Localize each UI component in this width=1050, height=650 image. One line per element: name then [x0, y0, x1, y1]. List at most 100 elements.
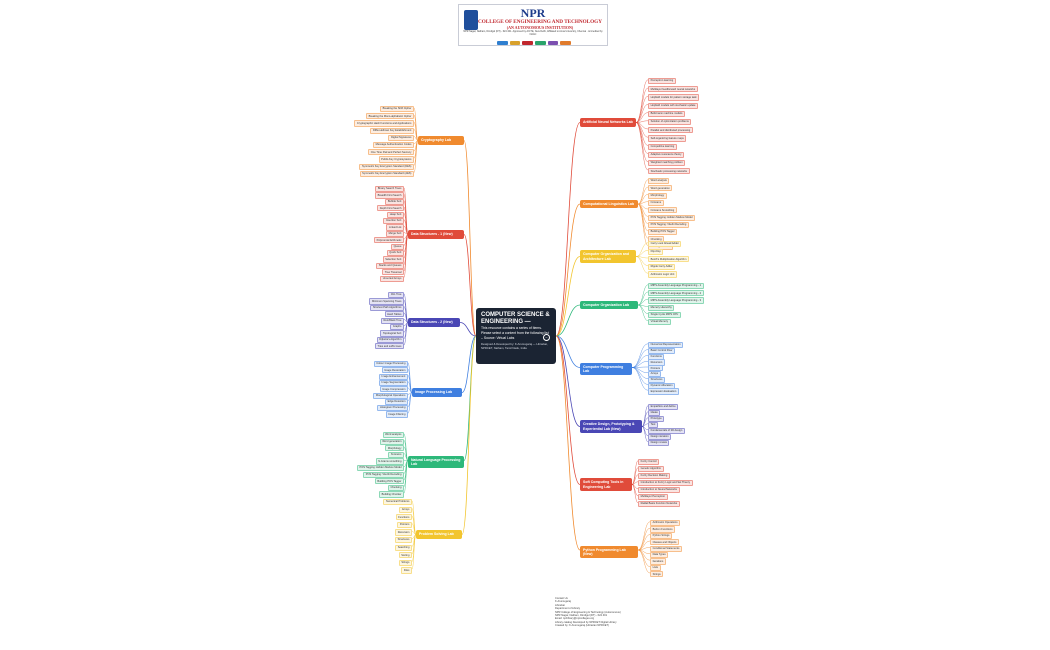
leaf-item[interactable]: Ripple Carry Adder [648, 263, 676, 270]
leaf-item[interactable]: Morphology [648, 192, 667, 199]
leaf-item[interactable]: Expression Evaluation [648, 388, 679, 395]
leaf-item[interactable]: Tries and suffix trees [374, 343, 404, 350]
leaf-item[interactable]: Image Enhancement [378, 373, 408, 380]
leaf-item[interactable]: Virtual Memory [648, 319, 671, 326]
leaf-item[interactable]: Carry Look Ahead Adder [648, 241, 682, 248]
leaf-item[interactable]: Stochastic processing networks [648, 168, 690, 175]
leaf-item[interactable]: Genetic Algorithm [638, 466, 664, 473]
leaf-item[interactable]: Colour Image Processing [373, 361, 408, 368]
leaf-item[interactable]: Parallel and distributed processing [648, 127, 693, 134]
leaf-item[interactable]: MIPS Assembly Language Programming - 3 [648, 297, 704, 304]
leaf-item[interactable]: Searching [395, 544, 412, 551]
leaf-item[interactable]: Arithmetic Operations [650, 520, 681, 527]
leaf-item[interactable]: Strings [650, 571, 664, 578]
branch-crypto[interactable]: Cryptography Lab [418, 136, 464, 145]
leaf-item[interactable]: Word generation [648, 185, 673, 192]
leaf-item[interactable]: Conditional Statements [650, 545, 683, 552]
leaf-item[interactable]: Radial Basis Function Networks [638, 501, 680, 508]
leaf-item[interactable]: Edge Detection [385, 398, 408, 405]
leaf-item[interactable]: Building POS Tagger [648, 229, 678, 236]
leaf-item[interactable]: Strings [398, 559, 412, 566]
leaf-item[interactable]: Building Chunker [379, 491, 404, 498]
leaf-item[interactable]: Stacks and Queues [376, 262, 404, 269]
leaf-item[interactable]: Word generation [379, 438, 404, 445]
leaf-item[interactable]: Diffie-Hellman Key Establishment [370, 127, 414, 134]
leaf-item[interactable]: Dijkstra's Algorithm [376, 336, 404, 343]
leaf-item[interactable]: Public-Key Cryptosystems [378, 156, 414, 163]
leaf-item[interactable]: Perceptron learning [648, 78, 676, 85]
leaf-item[interactable]: N-Grams [388, 451, 404, 458]
leaf-item[interactable]: Breaking the Mono-alphabetic Cipher [365, 113, 414, 120]
leaf-item[interactable]: Boltzmann machine models [648, 110, 686, 117]
leaf-item[interactable]: Pointers [648, 365, 663, 372]
leaf-item[interactable]: Tree Traversal [382, 269, 404, 276]
leaf-item[interactable]: Bubble Sort [385, 198, 404, 205]
leaf-item[interactable]: Booth's Multiplication Algorithm [648, 256, 690, 263]
leaf-item[interactable]: Functions [395, 514, 412, 521]
leaf-item[interactable]: Polynomial Arithmetic [374, 237, 404, 244]
leaf-item[interactable]: Symmetric Key Encryption Standard (DES) [359, 163, 414, 170]
leaf-item[interactable]: Chunking [387, 484, 404, 491]
collapse-icon[interactable]: − [543, 334, 550, 341]
leaf-item[interactable]: Topological Sort [380, 330, 404, 337]
leaf-item[interactable]: Multilayer feedforward neural networks [648, 86, 698, 93]
leaf-item[interactable]: One Time Pad and Perfect Secrecy [368, 149, 414, 156]
branch-ps[interactable]: Problem Solving Lab [416, 530, 462, 539]
leaf-item[interactable]: MIPS Assembly Language Programming - 2 [648, 290, 704, 297]
leaf-item[interactable]: Symmetric Key Encryption Standard (AES) [359, 170, 414, 177]
leaf-item[interactable]: Graphs [390, 324, 404, 331]
central-topic[interactable]: COMPUTER SCIENCE & ENGINEERING — This re… [476, 308, 556, 364]
leaf-item[interactable]: Binary Search Trees [375, 186, 404, 193]
leaf-item[interactable]: Unsorted Arrays [380, 275, 404, 282]
leaf-item[interactable]: Minimum Spanning Trees [369, 298, 404, 305]
leaf-item[interactable]: Shortest Path Algorithms [370, 304, 404, 311]
leaf-item[interactable]: Cryptographic Hash Functions and Applica… [354, 120, 414, 127]
leaf-item[interactable]: POS Tagging: Hidden Markov Model [356, 465, 404, 472]
branch-co[interactable]: Computer Organization Lab [580, 301, 638, 310]
leaf-item[interactable]: Ideate [648, 410, 661, 417]
leaf-item[interactable]: Numerical Problems [383, 499, 412, 506]
leaf-item[interactable]: Prototype [648, 416, 665, 423]
leaf-item[interactable]: Recursion [648, 359, 665, 366]
leaf-item[interactable]: Fuzzy Decision Making [638, 473, 670, 480]
leaf-item[interactable]: N-Grams smoothing [375, 458, 404, 465]
leaf-item[interactable]: Hash Tables [384, 311, 404, 318]
leaf-item[interactable]: Dynamic Allocation [648, 382, 676, 389]
branch-nlp[interactable]: Natural Language Processing Lab [408, 456, 464, 469]
leaf-item[interactable]: Solution of optimization problems [648, 119, 692, 126]
leaf-item[interactable]: Selection Sort [382, 256, 404, 263]
leaf-item[interactable]: Merge Sort [385, 230, 404, 237]
leaf-item[interactable]: Files [401, 567, 412, 574]
leaf-item[interactable]: Quick Sort [386, 250, 404, 257]
leaf-item[interactable]: Hopfield models for pattern storage task [648, 94, 700, 101]
leaf-item[interactable]: Fuzzy Control [638, 459, 660, 466]
leaf-item[interactable]: Competitive learning [648, 143, 677, 150]
leaf-item[interactable]: Breaking the Shift Cipher [379, 106, 414, 113]
leaf-item[interactable]: Fundamentals of 3D design [648, 428, 685, 435]
leaf-item[interactable]: Basic Control Flow [648, 347, 675, 354]
leaf-item[interactable]: Pointers [397, 521, 412, 528]
leaf-item[interactable]: Python Strings [650, 532, 673, 539]
leaf-item[interactable]: Building POS Tagger [374, 478, 404, 485]
leaf-item[interactable]: Hopfield models with stochastic update [648, 102, 699, 109]
leaf-item[interactable]: Image Filtering [385, 411, 408, 418]
leaf-item[interactable]: Linked List [386, 224, 404, 231]
leaf-item[interactable]: Red-Black Tree [380, 317, 404, 324]
leaf-item[interactable]: Classes and Objects [650, 539, 679, 546]
leaf-item[interactable]: Heap Sort [387, 211, 404, 218]
leaf-item[interactable]: Histogram Processing [377, 405, 408, 412]
leaf-item[interactable]: Structures [648, 376, 666, 383]
leaf-item[interactable]: POS Tagging: Viterbi Decoding [648, 221, 689, 228]
leaf-item[interactable]: Built-in Functions [650, 526, 676, 533]
leaf-item[interactable]: Word analysis [382, 432, 404, 439]
branch-ann[interactable]: Artificial Neural Networks Lab [580, 118, 636, 127]
leaf-item[interactable]: Multilayer Perceptron [638, 494, 668, 501]
leaf-item[interactable]: Depth First Search [377, 205, 404, 212]
leaf-item[interactable]: Morphology [385, 445, 404, 452]
leaf-item[interactable]: Image Segmentation [378, 379, 408, 387]
branch-sc[interactable]: Soft Computing Tools in Engineering Lab [580, 478, 632, 491]
branch-ds2[interactable]: Data Structures - 2 (New) [408, 318, 460, 327]
leaf-item[interactable]: Insertion Sort [383, 218, 404, 225]
leaf-item[interactable]: Sorting [398, 552, 412, 559]
branch-ds1[interactable]: Data Structures - 1 (New) [408, 230, 464, 239]
